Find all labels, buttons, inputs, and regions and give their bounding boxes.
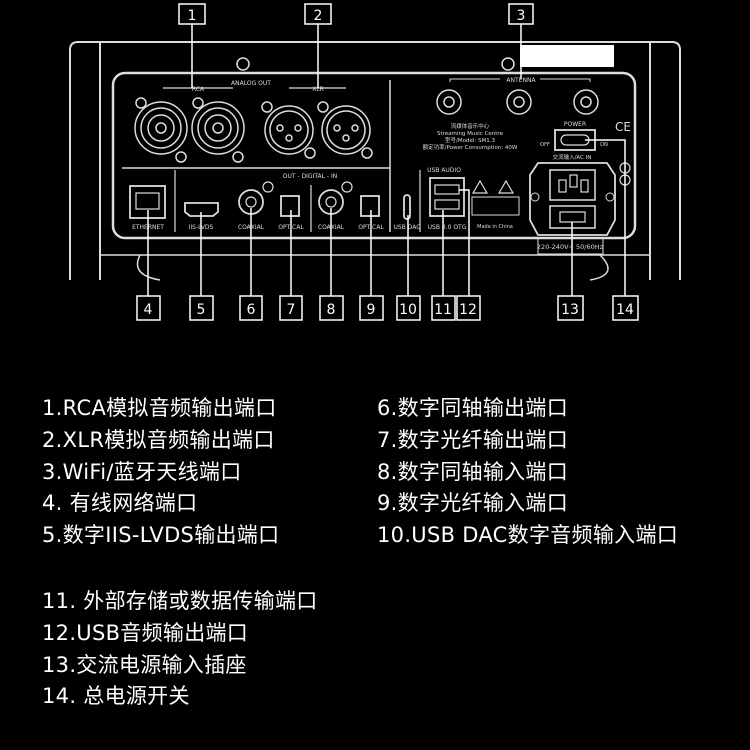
- callout-number: 5: [197, 302, 206, 318]
- ce-mark: CE: [615, 120, 631, 134]
- legend-item: 7.数字光纤输出端口: [377, 427, 569, 452]
- info-line: 型号/Model: SM1.3: [445, 136, 495, 144]
- callout-number: 2: [314, 8, 323, 24]
- callout-box-5: [189, 295, 214, 321]
- device-rear-panel: 1 2 3 4 5 6 7 8 9 10 11 12 13 14 ANALOG …: [69, 3, 681, 321]
- callout-box-1: [178, 3, 206, 25]
- label-iis-lvds: IIS-LVDS: [189, 224, 214, 231]
- label-optical: OPTICAL: [358, 224, 384, 231]
- callout-number: 6: [247, 302, 256, 318]
- label-analog-out: ANALOG OUT: [231, 80, 271, 87]
- legend-item: 6.数字同轴输出端口: [377, 396, 569, 420]
- callout-box-7: [279, 295, 303, 321]
- label-power: POWER: [564, 121, 586, 128]
- label-xlr: XLR: [312, 86, 324, 93]
- legend-right-column: 6.数字同轴输出端口 7.数字光纤输出端口 8.数字同轴输入端口 9.数字光纤输…: [377, 393, 678, 552]
- callout-box-8: [319, 295, 344, 321]
- callout-box-3: [508, 3, 534, 25]
- label-antenna: ANTENNA: [506, 77, 536, 84]
- callout-number: 13: [561, 302, 579, 318]
- label-rca: RCA: [192, 86, 205, 93]
- antenna-connectors: [436, 89, 599, 115]
- callout-number: 10: [399, 302, 417, 318]
- legend-item: 1.RCA模拟音频输出端口: [42, 396, 277, 420]
- usb-c-dac-port: [403, 194, 411, 220]
- callout-number: 14: [616, 302, 634, 318]
- label-made-in: Made in China: [477, 224, 513, 230]
- hdmi-port: [184, 202, 219, 217]
- callout-lines: [147, 24, 626, 296]
- chassis-outline: [69, 41, 681, 280]
- label-on: ON: [600, 142, 608, 148]
- screw-icon: [501, 57, 515, 71]
- info-line: 额定功率/Power Consumption: 40W: [423, 143, 518, 151]
- callout-box-13: [557, 295, 584, 321]
- callout-number: 11: [434, 302, 452, 318]
- label-usb-otg: USB 3.0 OTG: [428, 224, 467, 231]
- legend-item: 4. 有线网络端口: [42, 491, 198, 516]
- label-coaxial: COAXIAL: [318, 224, 345, 231]
- inner-panel: [111, 71, 637, 240]
- warning-icon: [471, 179, 515, 194]
- label-voltage: 220-240V~ 50/60Hz: [537, 243, 604, 251]
- legend-item: 10.USB DAC数字音频输入端口: [377, 523, 679, 548]
- callout-box-2: [304, 3, 332, 25]
- label-ac-in: 交流输入/AC IN: [553, 153, 592, 161]
- legend-item: 13.交流电源输入插座: [42, 652, 247, 677]
- legend-item: 14. 总电源开关: [42, 684, 190, 709]
- info-line: 流媒体音乐中心: [451, 122, 490, 130]
- label-optical: OPTICAL: [278, 224, 304, 231]
- label-off: OFF: [540, 142, 550, 148]
- legend-item: 8.数字同轴输入端口: [377, 459, 569, 484]
- callout-number: 9: [367, 302, 376, 318]
- callout-number: 7: [287, 302, 296, 318]
- optical-out-port: [280, 195, 300, 217]
- callout-box-9: [359, 295, 384, 321]
- callout-number: 1: [188, 8, 197, 24]
- callout-box-12: [456, 295, 481, 321]
- display-window: [520, 45, 614, 67]
- callout-number: 3: [517, 8, 526, 24]
- legend-item: 11. 外部存储或数据传输端口: [42, 589, 318, 613]
- callout-number: 8: [327, 302, 336, 318]
- label-usb-dac: USB DAC: [394, 224, 421, 231]
- legend-left-column: 1.RCA模拟音频输出端口 2.XLR模拟音频输出端口 3.WiFi/蓝牙天线端…: [42, 393, 279, 552]
- usb-a-ports: [429, 177, 465, 217]
- label-ethernet: ETHERNET: [132, 224, 164, 231]
- label-coaxial: COAXIAL: [238, 224, 265, 231]
- callout-box-4: [136, 295, 161, 321]
- legend-item: 2.XLR模拟音频输出端口: [42, 427, 275, 452]
- callout-box-10: [396, 295, 421, 321]
- callout-box-6: [239, 295, 263, 321]
- ac-power-inlet: [529, 162, 616, 236]
- legend-item: 5.数字IIS-LVDS输出端口: [42, 523, 280, 548]
- legend-bottom-column: 11. 外部存储或数据传输端口 12.USB音频输出端口 13.交流电源输入插座…: [42, 586, 318, 713]
- xlr-connectors: [261, 101, 373, 159]
- optical-in-port: [360, 195, 380, 217]
- callout-box-14: [612, 295, 639, 321]
- legend-item: 12.USB音频输出端口: [42, 620, 249, 645]
- rca-connectors: [134, 97, 245, 163]
- screw-icon: [236, 57, 250, 71]
- legend-item: 3.WiFi/蓝牙天线端口: [42, 459, 242, 484]
- label-digital: OUT - DIGITAL - IN: [283, 173, 337, 180]
- info-line: Streaming Music Centre: [437, 131, 504, 137]
- label-usb-audio: USB AUDIO: [427, 167, 461, 174]
- callout-box-11: [431, 295, 456, 321]
- legend-item: 9.数字光纤输入端口: [377, 491, 569, 516]
- callout-number: 12: [459, 302, 477, 318]
- callout-number: 4: [144, 302, 153, 318]
